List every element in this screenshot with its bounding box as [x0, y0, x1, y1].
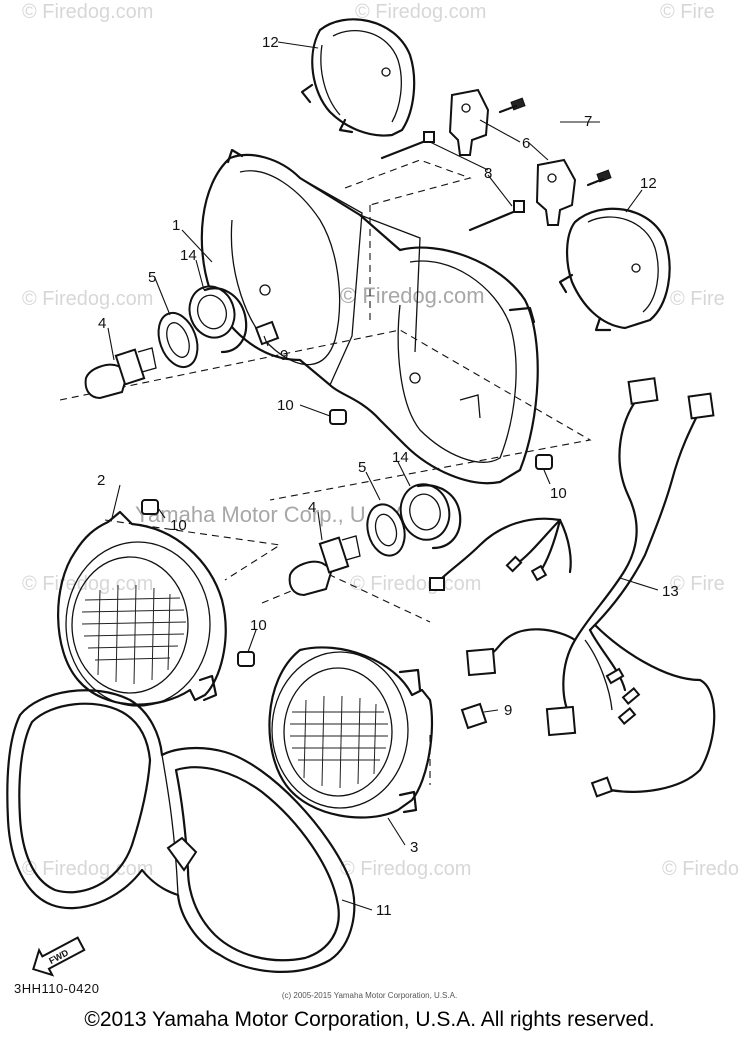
bolt-7: [498, 97, 612, 187]
leader-lines: [107, 41, 659, 911]
shell-cover-12-top: [300, 18, 416, 137]
grommet-10: [141, 409, 553, 667]
callout-2: 2: [97, 472, 105, 489]
callout-9-upper: 9: [280, 347, 288, 364]
callout-12-top: 12: [262, 34, 279, 51]
callout-3: 3: [410, 839, 418, 856]
diagram-code: 3HH110-0420: [14, 981, 100, 996]
callout-12-right: 12: [640, 175, 657, 192]
watermark: © Firedog.com: [22, 1, 153, 23]
callout-11: 11: [376, 902, 392, 919]
watermark: © Fire: [670, 573, 725, 595]
callout-8: 8: [484, 165, 492, 182]
headlight-rim-11: [6, 689, 356, 973]
callout-10-center: 10: [250, 617, 267, 634]
watermark: © Firedog.com: [22, 288, 153, 310]
callout-10-left: 10: [170, 517, 187, 534]
watermark: © Firedo: [662, 858, 739, 880]
ring-5-lower: [366, 503, 406, 557]
callout-4-upper: 4: [98, 315, 106, 332]
callout-5-lower: 5: [358, 459, 366, 476]
wire-harness-13: [429, 377, 716, 798]
screw-8: [380, 131, 525, 232]
watermark: © Firedog.com: [22, 858, 153, 880]
footer-copyright: ©2013 Yamaha Motor Corporation, U.S.A. A…: [84, 1008, 655, 1031]
watermark: © Firedog.com: [22, 573, 153, 595]
headlight-unit-2: [57, 510, 227, 707]
watermark: © Firedog.com: [350, 573, 481, 595]
watermark: © Firedog.com: [355, 1, 486, 23]
callout-10-right: 10: [550, 485, 567, 502]
callout-9-lower: 9: [504, 702, 512, 719]
callout-numbers: 12 12 7 6 8 1 14 5 4 9 10 2 10 4 5 14 10…: [97, 34, 679, 919]
bulb-4-lower: [288, 535, 361, 597]
socket-9: [254, 320, 488, 730]
watermark: © Fire: [670, 288, 725, 310]
watermark-center: © Firedog.com: [340, 283, 485, 308]
callout-1: 1: [172, 217, 180, 234]
fwd-arrow: FWD: [32, 936, 86, 977]
watermark-layer: © Firedog.com © Firedog.com © Fire © Fir…: [22, 1, 739, 880]
small-copyright: (c) 2005-2015 Yamaha Motor Corporation, …: [281, 991, 458, 1000]
callout-4-lower: 4: [308, 499, 316, 516]
callout-5-upper: 5: [148, 269, 156, 286]
callout-14-lower: 14: [392, 449, 409, 466]
callout-13: 13: [662, 583, 679, 600]
ring-5-upper: [157, 311, 199, 369]
callout-10-upper: 10: [277, 397, 294, 414]
watermark: © Firedog.com: [340, 858, 471, 880]
watermark: © Fire: [660, 1, 715, 23]
headlight-unit-3: [268, 646, 434, 819]
bulb-holder-14-upper: [188, 285, 248, 354]
callout-6: 6: [522, 135, 530, 152]
bracket-6: [448, 88, 577, 226]
bulb-4-upper: [84, 347, 157, 400]
shell-cover-12-right: [558, 207, 671, 332]
assembly-lines: [59, 159, 592, 785]
callout-14-upper: 14: [180, 247, 197, 264]
callout-7: 7: [584, 113, 592, 130]
